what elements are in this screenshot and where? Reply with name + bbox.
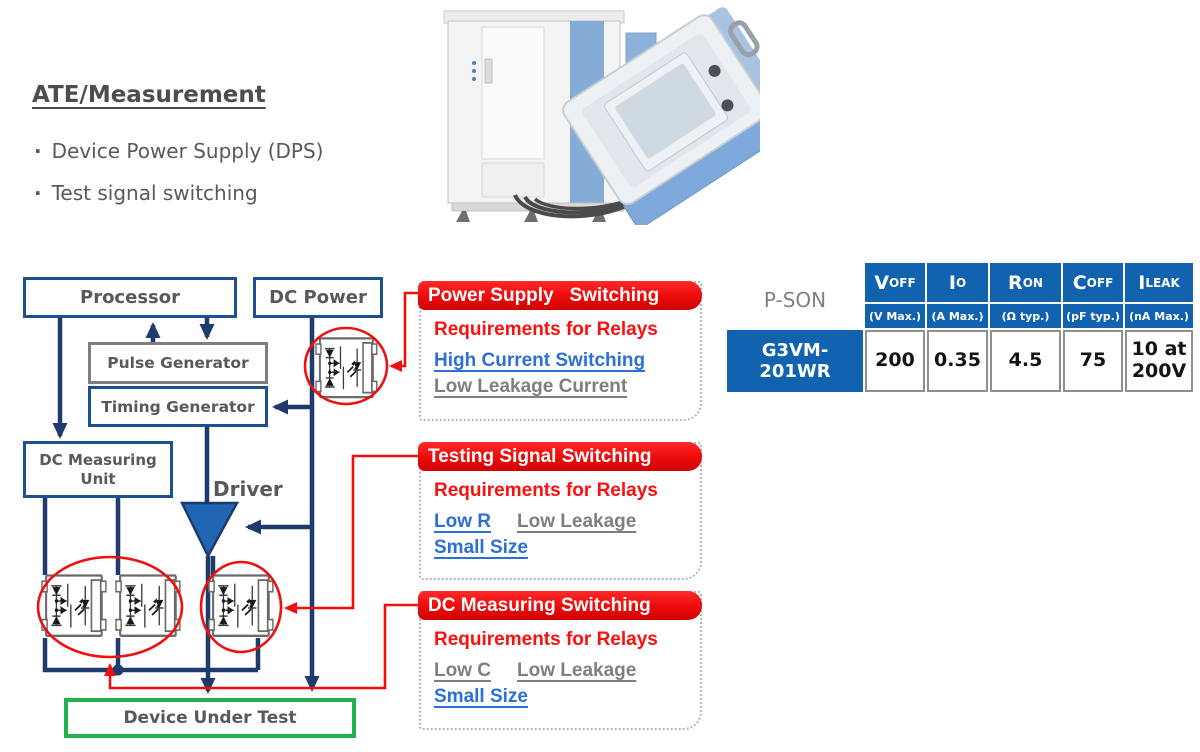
package-label: P-SON [763,288,827,312]
callout-subtitle: Requirements for Relays [434,629,658,650]
block-diagram [36,291,421,694]
spec-value: 4.5 [990,330,1061,392]
highlight-circle [36,555,184,659]
block-processor: Processor [23,277,237,318]
highlight-circle [199,560,283,654]
callout-testing-signal-switching: Testing Signal Switching Requirements fo… [418,442,702,580]
table-row-header: G3VM-201WR [727,330,863,392]
spec-value: 200 [865,330,925,392]
bullet-item: Test signal switching [34,172,323,214]
block-dc-power: DC Power [253,277,383,318]
callout-power-supply-switching: Power Supply Switching Requirements for … [418,281,702,421]
intro-block: ATE/Measurement Device Power Supply (DPS… [32,82,323,214]
spec-value: 75 [1063,330,1123,392]
driver-triangle [179,501,240,559]
requirement-link[interactable]: Low Leakage [517,660,637,681]
spec-value: 10 at 200V [1125,330,1193,392]
bullet-item: Device Power Supply (DPS) [34,130,324,172]
spec-value: 0.35 [927,330,988,392]
requirement-link[interactable]: Low R [434,511,491,532]
block-dc-measuring-unit: DC Measuring Unit [23,441,173,498]
callout-subtitle: Requirements for Relays [434,319,658,340]
block-device-under-test: Device Under Test [64,698,356,738]
callout-title: Testing Signal Switching [418,442,702,471]
relay-symbol [314,337,378,399]
signal-lines [42,318,320,694]
requirement-link[interactable]: Small Size [434,537,528,558]
block-timing-generator: Timing Generator [88,386,268,427]
callout-dc-measuring-switching: DC Measuring Switching Requirements for … [418,591,702,730]
table-corner-spacer [727,263,863,328]
ate-equipment-illustration [443,7,760,225]
callout-title: Power Supply Switching [418,281,702,310]
callout-title: DC Measuring Switching [418,591,702,620]
requirement-link[interactable]: Low Leakage [517,511,637,532]
driver-label: Driver [213,477,283,501]
intro-bullets: Device Power Supply (DPS) Test signal sw… [34,130,324,214]
column-unit: (V Max.) [865,304,925,328]
requirement-link[interactable]: Low C [434,660,491,681]
column-unit: (nA Max.) [1125,304,1193,328]
test-head [562,7,760,225]
callout-subtitle: Requirements for Relays [434,480,658,501]
highlight-circles [36,326,389,659]
relay-symbol [207,574,275,637]
requirement-link[interactable]: High Current Switching [434,350,646,371]
page-title: ATE/Measurement [32,82,266,108]
relay-symbol [114,574,182,637]
highlight-circle [303,326,389,406]
junction-dot [112,664,124,676]
column-unit: (pF typ.) [1063,304,1123,328]
column-unit: (Ω typ.) [990,304,1061,328]
column-unit: (A Max.) [927,304,988,328]
requirement-link[interactable]: Low Leakage Current [434,376,628,397]
relay-symbol [40,574,108,637]
block-pulse-generator: Pulse Generator [88,342,268,384]
callout-connectors [104,291,421,690]
requirement-link[interactable]: Small Size [434,686,528,707]
